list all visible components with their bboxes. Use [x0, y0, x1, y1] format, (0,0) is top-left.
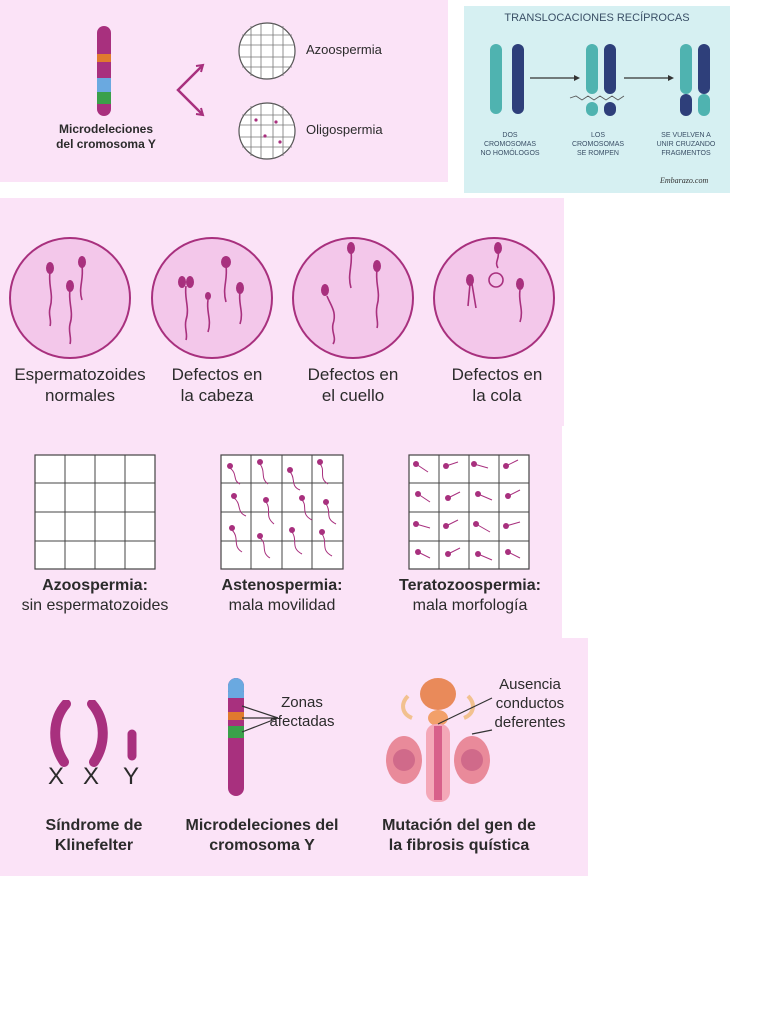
caption-azoospermia: Azoospermia: sin espermatozoides: [0, 576, 190, 616]
head-defect-circle-icon: [151, 237, 273, 359]
outcome-azoospermia: Azoospermia: [306, 42, 382, 57]
tail-defect-circle-icon: [433, 237, 555, 359]
klinefelter-chromosomes-icon: [50, 700, 137, 767]
neck-defect-circle-icon: [292, 237, 414, 359]
absence-label: Ausencia conductos deferentes: [494, 676, 566, 731]
chromosome-caption: Microdeleciones del cromosoma Y: [56, 122, 156, 151]
y-chromosome-bands-icon: [228, 678, 244, 796]
normal-sperm-circle-icon: [9, 237, 131, 359]
translocation-diagram: [490, 44, 710, 116]
letter-x2: X: [83, 763, 100, 790]
few-sperm-circle-icon: [238, 102, 296, 160]
morphology-grid-icon: [408, 454, 530, 570]
panel-semen-analysis: Azoospermia: sin espermatozoides Astenos…: [0, 426, 562, 638]
male-reproductive-anatomy-icon: [386, 678, 490, 802]
teratozoospermia-desc: mala morfología: [412, 597, 528, 614]
letter-x1: X: [48, 763, 65, 790]
teratozoospermia-title: Teratozoospermia:: [399, 577, 541, 594]
asthenospermia-desc: mala movilidad: [228, 597, 336, 614]
signature: Embarazo.com: [660, 176, 709, 185]
panel-y-microdeletions-summary: Microdeleciones del cromosoma Y Azoosper…: [0, 0, 448, 182]
azoospermia-title: Azoospermia:: [42, 577, 148, 594]
asthenospermia-title: Astenospermia:: [221, 577, 343, 594]
azoospermia-desc: sin espermatozoides: [21, 597, 169, 614]
absence-pointer-lines: [437, 697, 493, 735]
caption-asthenospermia: Astenospermia: mala movilidad: [190, 576, 374, 616]
outcome-oligospermia: Oligospermia: [306, 122, 383, 137]
caption-teratozoospermia: Teratozoospermia: mala morfología: [378, 576, 562, 616]
zones-pointer-lines: [241, 705, 279, 733]
empty-sample-circle-icon: [238, 22, 296, 80]
letter-y: Y: [123, 763, 140, 790]
y-chromosome-icon: [97, 26, 111, 116]
motility-grid-icon: [220, 454, 344, 570]
branch-arrows-icon: [176, 63, 205, 117]
empty-grid-icon: [34, 454, 156, 570]
translocations-title: TRANSLOCACIONES RECÍPROCAS: [504, 12, 690, 24]
